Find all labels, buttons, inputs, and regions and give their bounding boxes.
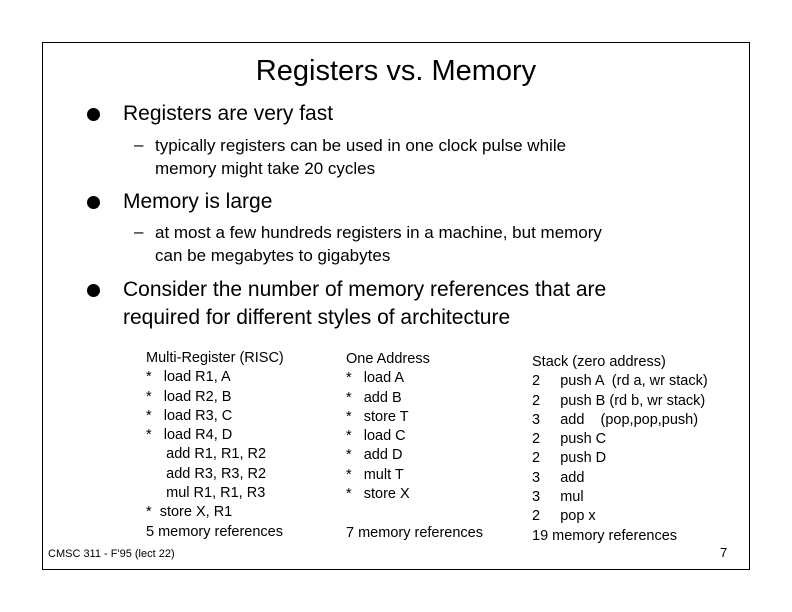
column-line: 3 add: [532, 469, 585, 486]
column-line: Stack (zero address): [532, 354, 666, 370]
column-line: * load A: [346, 370, 405, 387]
bullet-3-text-cont: required for different styles of archite…: [123, 306, 511, 329]
column-line: 19 memory references: [532, 527, 678, 544]
column-multi-register: Multi-Register (RISC) * load R1, A * loa…: [146, 349, 284, 542]
column-line: 7 memory references: [346, 524, 483, 541]
column-line: * load R3, C: [146, 407, 233, 424]
bullet-1-text: Registers are very fast: [123, 102, 334, 125]
bullet-1-sub: typically registers can be used in one c…: [155, 136, 567, 155]
column-line: 2 push B (rd b, wr stack): [532, 392, 706, 409]
column-line: * store T: [346, 408, 409, 425]
column-line: add R3, R3, R2: [146, 465, 267, 482]
bullet-dot-1: [87, 108, 100, 121]
column-line: Multi-Register (RISC): [146, 350, 284, 366]
column-line: 2 push A (rd a, wr stack): [532, 373, 708, 390]
column-line: 3 mul: [532, 489, 584, 506]
bullet-2-sub: at most a few hundreds registers in a ma…: [155, 223, 602, 242]
column-line: 5 memory references: [146, 523, 283, 540]
bullet-3-text: Consider the number of memory references…: [123, 278, 607, 301]
column-line: * store X: [346, 486, 410, 503]
bullet-2-text: Memory is large: [123, 190, 273, 213]
column-line: add R1, R1, R2: [146, 446, 267, 463]
column-line: * load R1, A: [146, 369, 231, 386]
column-line: * mult T: [346, 466, 404, 483]
column-line: * store X, R1: [146, 504, 233, 521]
bullet-1-sub-cont: memory might take 20 cycles: [155, 159, 376, 178]
column-line: * load R4, D: [146, 427, 233, 444]
column-line: mul R1, R1, R3: [146, 485, 266, 502]
bullet-2-sub-cont: can be megabytes to gigabytes: [155, 246, 391, 265]
column-stack: Stack (zero address) 2 push A (rd a, wr …: [532, 353, 708, 546]
column-line: * load C: [346, 428, 406, 445]
column-line: * add B: [346, 389, 402, 406]
page-number: 7: [720, 545, 728, 560]
slide-title: Registers vs. Memory: [255, 55, 537, 87]
column-line: [346, 504, 483, 523]
column-line: 2 pop x: [532, 508, 596, 525]
column-line: 2 push D: [532, 450, 607, 467]
column-line: 3 add (pop,pop,push): [532, 411, 699, 428]
dash-2: –: [134, 222, 144, 241]
column-line: * add D: [346, 447, 403, 464]
slide-frame: [42, 42, 750, 570]
bullet-dot-2: [87, 196, 100, 209]
column-line: One Address: [346, 351, 430, 367]
column-line: * load R2, B: [146, 388, 232, 405]
bullet-dot-3: [87, 284, 100, 297]
column-line: 2 push C: [532, 431, 607, 448]
dash-1: –: [134, 135, 144, 154]
column-one-address: One Address * load A * add B * store T *…: [346, 350, 483, 543]
footer-course: CMSC 311 - F'95 (lect 22): [48, 548, 175, 560]
